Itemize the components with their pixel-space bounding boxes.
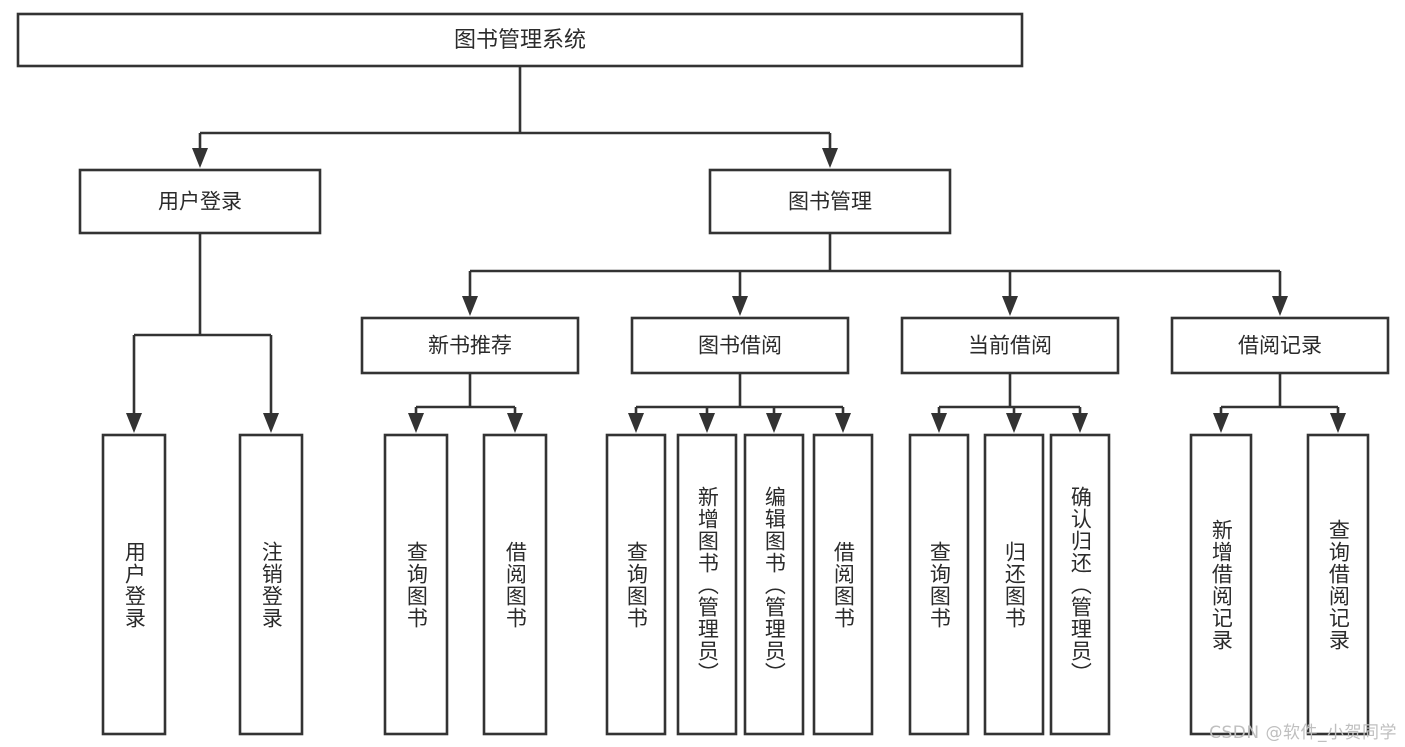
- node-box-leaf-query-book-borrow[interactable]: [605, 433, 667, 736]
- edge-userlogin-leaf2-head: [263, 413, 279, 433]
- node-box-leaf-confirm-return-admin[interactable]: [1049, 433, 1111, 736]
- edge-bookmanage-c4-head: [1272, 296, 1288, 316]
- connector-layer: [126, 66, 1346, 433]
- node-box-book-manage[interactable]: [708, 168, 952, 235]
- node-box-layer: [16, 12, 1390, 736]
- node-box-leaf-edit-book-admin[interactable]: [743, 433, 805, 736]
- edge-recommend-l2-head: [507, 413, 523, 433]
- node-box-leaf-borrow-book-recommend[interactable]: [482, 433, 548, 736]
- node-box-leaf-query-book-current[interactable]: [908, 433, 970, 736]
- node-label-new-book-recommend: 新书推荐: [428, 334, 512, 358]
- edge-borrow-l1-head: [628, 413, 644, 433]
- node-box-leaf-add-book-admin[interactable]: [676, 433, 738, 736]
- edge-borrow-l2-head: [699, 413, 715, 433]
- node-box-leaf-add-borrow-record[interactable]: [1189, 433, 1253, 736]
- node-box-leaf-query-borrow-record[interactable]: [1306, 433, 1370, 736]
- edge-bookmanage-c1-head: [462, 296, 478, 316]
- node-box-leaf-user-login[interactable]: [101, 433, 167, 736]
- edge-bookmanage-c2-head: [732, 296, 748, 316]
- edge-record-l1-head: [1213, 413, 1229, 433]
- node-label-book-manage: 图书管理: [788, 190, 872, 214]
- node-label-current-borrow: 当前借阅: [968, 334, 1052, 358]
- edge-borrow-l4-head: [835, 413, 851, 433]
- node-label-user-login: 用户登录: [158, 190, 242, 214]
- node-box-leaf-logout-login[interactable]: [238, 433, 304, 736]
- edge-record-l2-head: [1330, 413, 1346, 433]
- node-box-user-login[interactable]: [78, 168, 322, 235]
- node-box-borrow-record[interactable]: [1170, 316, 1390, 375]
- node-box-new-book-recommend[interactable]: [360, 316, 580, 375]
- node-box-leaf-query-book-recommend[interactable]: [383, 433, 449, 736]
- edge-root-to-user-login-head: [192, 148, 208, 168]
- node-box-leaf-borrow-book[interactable]: [812, 433, 874, 736]
- node-box-book-borrow[interactable]: [630, 316, 850, 375]
- node-label-book-borrow: 图书借阅: [698, 334, 782, 358]
- edge-current-l3-head: [1072, 413, 1088, 433]
- node-box-leaf-return-book[interactable]: [983, 433, 1045, 736]
- edge-recommend-l1-head: [408, 413, 424, 433]
- edge-userlogin-leaf1-head: [126, 413, 142, 433]
- edge-current-l1-head: [931, 413, 947, 433]
- node-label-root: 图书管理系统: [454, 28, 586, 53]
- edge-current-l2-head: [1006, 413, 1022, 433]
- node-box-root[interactable]: [16, 12, 1024, 68]
- node-box-current-borrow[interactable]: [900, 316, 1120, 375]
- edge-bookmanage-c3-head: [1002, 296, 1018, 316]
- edge-borrow-l3-head: [766, 413, 782, 433]
- edge-root-to-book-manage-head: [822, 148, 838, 168]
- node-label-borrow-record: 借阅记录: [1238, 334, 1322, 358]
